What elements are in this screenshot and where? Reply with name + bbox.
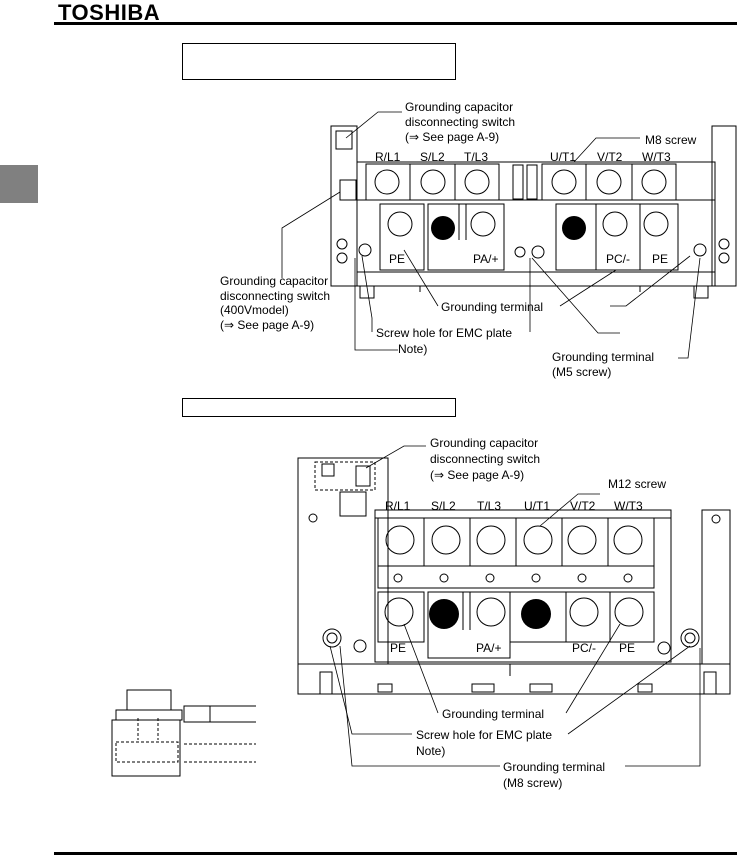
fig2-screw-callout: M12 screw — [608, 477, 667, 491]
fig2-terminal-ut1: U/T1 — [524, 499, 551, 513]
fig2-switch-callout-line3: (⇒ See page A-9) — [430, 468, 525, 482]
fig1-left-switch-line4: (⇒ See page A-9) — [220, 318, 315, 332]
fig1-terminal-tl3: T/L3 — [464, 150, 489, 164]
fig1-grounding-terminal-label: Grounding terminal — [441, 300, 544, 314]
header-rule — [54, 22, 737, 25]
fig2-terminal-pe-left: PE — [390, 641, 407, 655]
fig2-terminal-pa: PA/+ — [476, 641, 502, 655]
fig1-terminal-pe-right: PE — [652, 252, 669, 266]
fig1-screw-callout: M8 screw — [645, 133, 697, 147]
section-tab-marker — [0, 165, 38, 203]
fig1-ground-screw-line2: (M5 screw) — [552, 365, 612, 379]
fig2-terminal-pe-right: PE — [619, 641, 636, 655]
fig1-left-switch-line2: disconnecting switch — [220, 289, 331, 303]
figure1-title-box — [182, 43, 456, 80]
fig2-ground-screw-line2: (M8 screw) — [503, 776, 563, 790]
fig2-terminal-wt3: W/T3 — [614, 499, 643, 513]
fig1-terminal-sl2: S/L2 — [420, 150, 445, 164]
fig2-emc-label-line2: Note) — [416, 744, 446, 758]
fig1-terminal-ut1: U/T1 — [550, 150, 577, 164]
fig2-grounding-terminal-label: Grounding terminal — [442, 707, 545, 721]
fig2-terminal-pc: PC/- — [572, 641, 596, 655]
figure2-title-box — [182, 398, 456, 417]
fig2-emc-label-line1: Screw hole for EMC plate — [416, 728, 553, 742]
fig1-terminal-pe-left: PE — [389, 252, 406, 266]
fig1-terminal-wt3: W/T3 — [642, 150, 671, 164]
fig2-switch-callout-line2: disconnecting switch — [430, 452, 541, 466]
fig1-ground-screw-line1: Grounding terminal — [552, 350, 655, 364]
fig1-emc-label-line1: Screw hole for EMC plate — [376, 326, 513, 340]
fig1-terminal-vt2: V/T2 — [597, 150, 623, 164]
fig2-terminal-vt2: V/T2 — [570, 499, 596, 513]
footer-rule — [54, 852, 737, 855]
fig1-terminal-rl1: R/L1 — [375, 150, 401, 164]
fig1-emc-label-line2: Note) — [398, 342, 428, 356]
fig1-left-switch-line1: Grounding capacitor — [220, 274, 329, 288]
fig1-switch-callout-line3: (⇒ See page A-9) — [405, 130, 500, 144]
fig2-ground-screw-line1: Grounding terminal — [503, 760, 606, 774]
fig1-terminal-pc: PC/- — [606, 252, 630, 266]
fig2-terminal-tl3: T/L3 — [477, 499, 502, 513]
fig1-left-switch-line3: (400Vmodel) — [220, 303, 289, 317]
fig2-switch-callout-line1: Grounding capacitor — [430, 436, 539, 450]
fig2-terminal-rl1: R/L1 — [385, 499, 411, 513]
fig1-terminal-pa: PA/+ — [473, 252, 499, 266]
brand-logo: TOSHIBA — [58, 0, 161, 25]
fig1-switch-callout-line2: disconnecting switch — [405, 115, 516, 129]
fig1-switch-callout-line1: Grounding capacitor — [405, 100, 514, 114]
fig2-terminal-sl2: S/L2 — [431, 499, 456, 513]
